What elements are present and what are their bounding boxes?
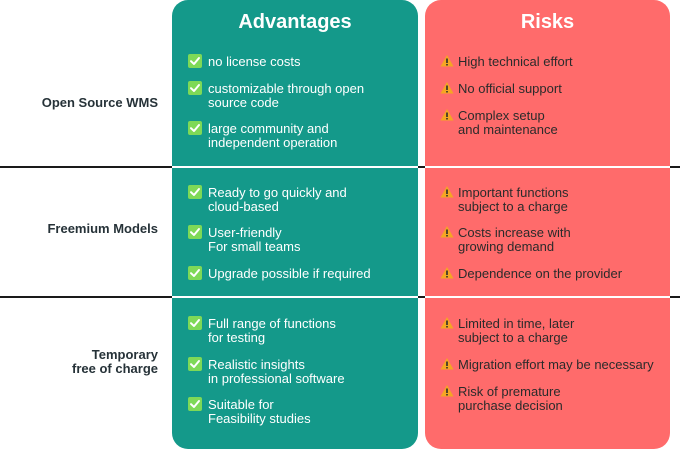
- advantage-item: no license costs: [208, 54, 301, 69]
- advantage-item: User-friendly For small teams: [208, 225, 301, 254]
- row-label-freemium: Freemium Models: [47, 221, 158, 236]
- check-icon: [188, 397, 202, 411]
- row-label-temporary: Temporary free of charge: [72, 347, 158, 376]
- advantages-header: Advantages: [238, 11, 352, 33]
- warning-icon: [440, 384, 454, 398]
- check-icon: [188, 266, 202, 280]
- risk-item: No official support: [458, 81, 562, 96]
- advantage-item: customizable through open source code: [208, 81, 365, 110]
- advantage-item: Suitable for Feasibility studies: [208, 397, 311, 426]
- risk-item: Migration effort may be necessary: [458, 357, 654, 372]
- warning-icon: [440, 185, 454, 199]
- risk-item: Risk of premature purchase decision: [458, 384, 563, 413]
- check-icon: [188, 54, 202, 68]
- risks-header: Risks: [520, 11, 575, 33]
- advantage-item: large community and independent operatio…: [208, 121, 338, 150]
- row-divider: [425, 166, 670, 168]
- risk-item: Costs increase with growing demand: [458, 225, 571, 254]
- check-icon: [188, 357, 202, 371]
- advantage-item: Upgrade possible if required: [208, 266, 371, 281]
- warning-icon: [440, 316, 454, 330]
- warning-icon: [440, 81, 454, 95]
- warning-icon: [440, 54, 454, 68]
- check-icon: [188, 81, 202, 95]
- risk-item: High technical effort: [458, 54, 573, 69]
- risk-item: Limited in time, later subject to a char…: [458, 316, 575, 345]
- warning-icon: [440, 108, 454, 122]
- warning-icon: [440, 357, 454, 371]
- warning-icon: [440, 225, 454, 239]
- check-icon: [188, 185, 202, 199]
- risks-column: [425, 0, 670, 449]
- advantage-item: Full range of functions for testing: [208, 316, 336, 345]
- risk-item: Important functions subject to a charge: [458, 185, 569, 214]
- row-divider: [425, 296, 670, 298]
- row-divider: [172, 166, 418, 168]
- risk-item: Dependence on the provider: [458, 266, 623, 281]
- check-icon: [188, 121, 202, 135]
- check-icon: [188, 225, 202, 239]
- risk-item: Complex setup and maintenance: [458, 108, 558, 137]
- advantage-item: Ready to go quickly and cloud-based: [208, 185, 347, 214]
- warning-icon: [440, 266, 454, 280]
- check-icon: [188, 316, 202, 330]
- row-label-open-source: Open Source WMS: [41, 95, 158, 110]
- advantages-column: [172, 0, 418, 449]
- row-divider: [172, 296, 418, 298]
- advantage-item: Realistic insights in professional softw…: [208, 357, 345, 386]
